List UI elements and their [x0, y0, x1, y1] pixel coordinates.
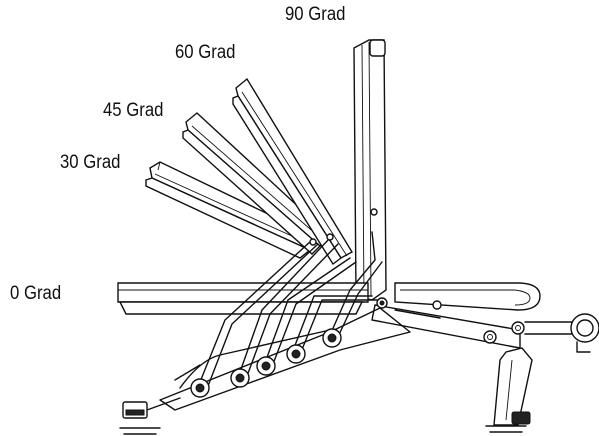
front-leg	[485, 347, 533, 433]
front-pad	[394, 282, 541, 311]
label-45-degrees: 45 Grad	[103, 100, 164, 121]
backrest-30	[145, 161, 320, 259]
label-90-degrees: 90 Grad	[285, 4, 346, 25]
struts	[199, 231, 383, 387]
label-0-degrees: 0 Grad	[10, 283, 62, 304]
pivot-knobs	[190, 208, 388, 398]
rear-foot	[119, 397, 181, 435]
backrest-60	[232, 77, 353, 266]
label-30-degrees: 30 Grad	[60, 152, 121, 173]
backrest-90	[353, 39, 387, 301]
label-60-degrees: 60 Grad	[175, 42, 236, 63]
seat-pad	[117, 282, 369, 315]
leg-roller	[524, 313, 599, 353]
